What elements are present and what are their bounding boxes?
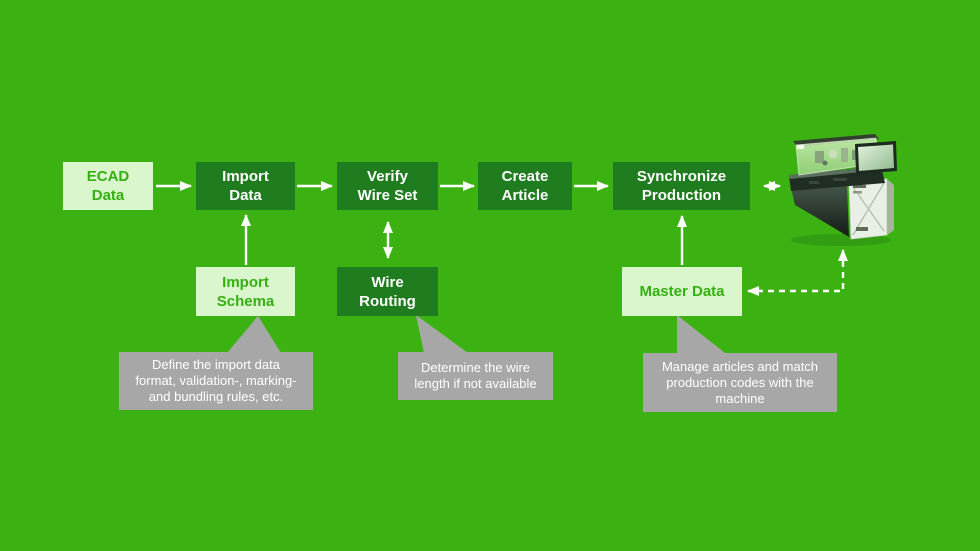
node-wire-routing-label: Wire Routing: [359, 273, 416, 310]
node-ecad-data: ECAD Data: [63, 162, 153, 210]
tooltip-master-data-text: Manage articles and match production cod…: [661, 358, 819, 406]
wire-processing-machine-image: [789, 134, 897, 246]
node-import-data-label: Import Data: [222, 168, 269, 204]
node-create-article-label: Create Article: [501, 168, 549, 204]
node-import-schema: Import Schema: [196, 267, 295, 316]
tooltip-pointer-master-data: [677, 315, 725, 353]
node-create-article: Create Article: [478, 162, 572, 210]
node-synchronize-production-label: Synchronize Production: [636, 168, 727, 204]
tooltip-import-schema-text: Define the import data format, validatio…: [135, 357, 297, 404]
node-wire-routing: Wire Routing: [337, 267, 438, 316]
node-synchronize-production: Synchronize Production: [613, 162, 750, 210]
arrow-machine-master-data-dashed: [747, 249, 848, 296]
node-verify-wire-set-label: Verify Wire Set: [357, 168, 418, 204]
machine-base-body: [789, 179, 849, 237]
tooltip-pointer-wire-routing: [416, 315, 468, 353]
node-import-data: Import Data: [196, 162, 295, 210]
tooltip-pointer-import-schema: [227, 316, 281, 353]
node-import-schema-label: Import Schema: [216, 273, 275, 310]
node-ecad-data-label: ECAD Data: [86, 168, 130, 204]
machine-cabinet-side: [887, 179, 894, 235]
tooltip-wire-routing: Determine the wire length if not availab…: [398, 352, 553, 400]
node-master-data: Master Data: [622, 267, 742, 316]
node-verify-wire-set: Verify Wire Set: [337, 162, 438, 210]
node-master-data-label: Master Data: [639, 283, 725, 300]
tooltip-import-schema: Define the import data format, validatio…: [119, 352, 313, 410]
machine-monitor-screen: [858, 144, 894, 171]
tooltip-wire-routing-text: Determine the wire length if not availab…: [414, 360, 537, 391]
tooltip-master-data: Manage articles and match production cod…: [643, 353, 837, 412]
